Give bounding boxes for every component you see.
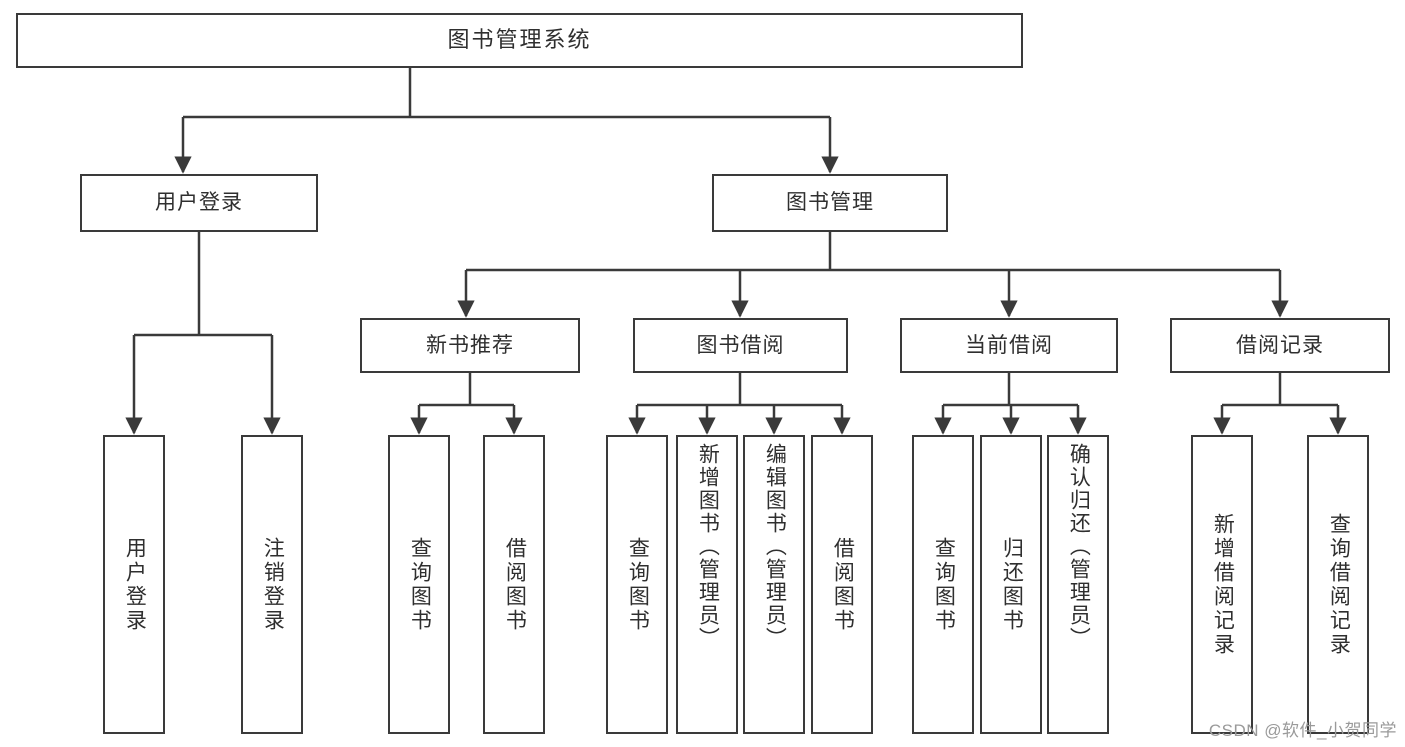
node-leaf13: 查询借阅记录 <box>1307 435 1369 734</box>
node-root: 图书管理系统 <box>16 13 1023 68</box>
node-label: 用户登录 <box>123 536 147 633</box>
node-l2c: 当前借阅 <box>900 318 1118 373</box>
node-leaf07: 编辑图书（管理员） <box>743 435 805 734</box>
node-l2b: 图书借阅 <box>633 318 848 373</box>
node-leaf10: 归还图书 <box>980 435 1042 734</box>
node-label: 新增图书（管理员） <box>696 443 720 650</box>
node-label: 查询图书 <box>932 536 956 633</box>
node-leaf04: 借阅图书 <box>483 435 545 734</box>
node-leaf06: 新增图书（管理员） <box>676 435 738 734</box>
watermark-text: CSDN @软件_小贺同学 <box>1208 721 1397 740</box>
node-label: 新书推荐 <box>426 333 514 357</box>
node-leaf08: 借阅图书 <box>811 435 873 734</box>
node-label: 编辑图书（管理员） <box>763 443 787 650</box>
node-leaf12: 新增借阅记录 <box>1191 435 1253 734</box>
node-label: 确认归还（管理员） <box>1067 443 1091 650</box>
node-l2a: 新书推荐 <box>360 318 580 373</box>
node-leaf03: 查询图书 <box>388 435 450 734</box>
node-label: 借阅图书 <box>831 536 855 633</box>
node-leaf01: 用户登录 <box>103 435 165 734</box>
node-leaf05: 查询图书 <box>606 435 668 734</box>
node-label: 查询图书 <box>408 536 432 633</box>
node-label: 查询图书 <box>626 536 650 633</box>
node-label: 用户登录 <box>155 191 243 215</box>
node-label: 图书管理系统 <box>447 27 592 53</box>
node-label: 查询借阅记录 <box>1327 512 1351 657</box>
node-l2d: 借阅记录 <box>1170 318 1390 373</box>
node-label: 图书管理 <box>786 191 874 215</box>
node-label: 借阅记录 <box>1236 333 1324 357</box>
node-leaf11: 确认归还（管理员） <box>1047 435 1109 734</box>
node-l1a: 用户登录 <box>80 174 318 232</box>
node-label: 当前借阅 <box>965 333 1053 357</box>
node-leaf09: 查询图书 <box>912 435 974 734</box>
node-label: 图书借阅 <box>696 333 785 357</box>
node-label: 借阅图书 <box>503 536 527 633</box>
node-label: 新增借阅记录 <box>1211 512 1235 657</box>
node-label: 注销登录 <box>261 536 285 633</box>
node-leaf02: 注销登录 <box>241 435 303 734</box>
node-label: 归还图书 <box>1000 536 1024 633</box>
node-l1b: 图书管理 <box>712 174 948 232</box>
